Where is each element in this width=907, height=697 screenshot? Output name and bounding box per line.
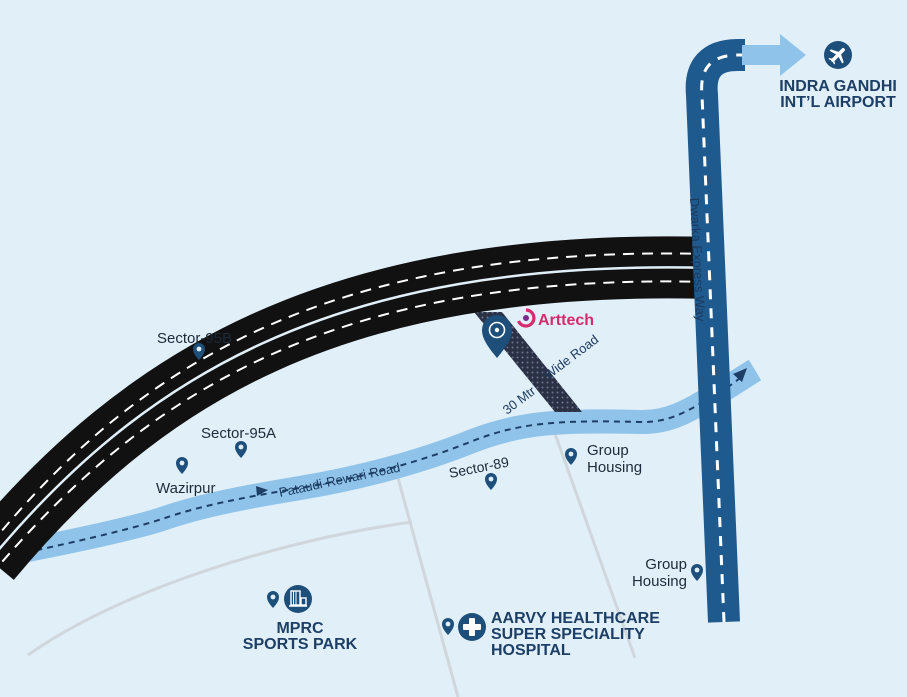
airport-label-line2: INT’L AIRPORT <box>780 94 896 111</box>
airplane-icon <box>824 41 852 69</box>
hospital-label-line1: AARVY HEALTHCARE <box>491 610 660 627</box>
label-sector-95a: Sector-95A <box>201 425 276 442</box>
label-group-housing-1-line1: Group <box>587 442 629 459</box>
highway <box>0 236 711 580</box>
pataudi-rewari-road <box>0 359 762 567</box>
arttech-logo: Arttech <box>517 308 594 329</box>
project-location-pin[interactable] <box>482 315 512 358</box>
label-group-housing-1-line2: Housing <box>587 459 642 476</box>
label-sector-95b: Sector-95B <box>157 330 232 347</box>
sports-park-label-line2: SPORTS PARK <box>243 636 358 653</box>
hospital-label-line2: SUPER SPECIALITY <box>491 626 645 643</box>
hospital-cross-icon <box>458 613 486 641</box>
label-group-housing-2-line1: Group <box>645 556 687 573</box>
arrow-right-icon <box>733 368 747 382</box>
airport-label-line1: INDRA GANDHI <box>779 78 897 95</box>
dwarka-expressway <box>685 39 745 623</box>
sports-building-icon <box>284 585 312 613</box>
brand-name: Arttech <box>538 312 594 329</box>
label-wazirpur: Wazirpur <box>156 480 215 497</box>
arrow-right-icon <box>742 34 806 76</box>
expressway-label: Dwarka Express Way <box>687 197 708 322</box>
hospital-label-line3: HOSPITAL <box>491 642 571 659</box>
arrow-right-icon <box>256 486 268 496</box>
sports-park-label-line1: MPRC <box>276 620 324 637</box>
label-group-housing-2-line2: Housing <box>632 573 687 590</box>
minor-roads <box>27 427 637 697</box>
